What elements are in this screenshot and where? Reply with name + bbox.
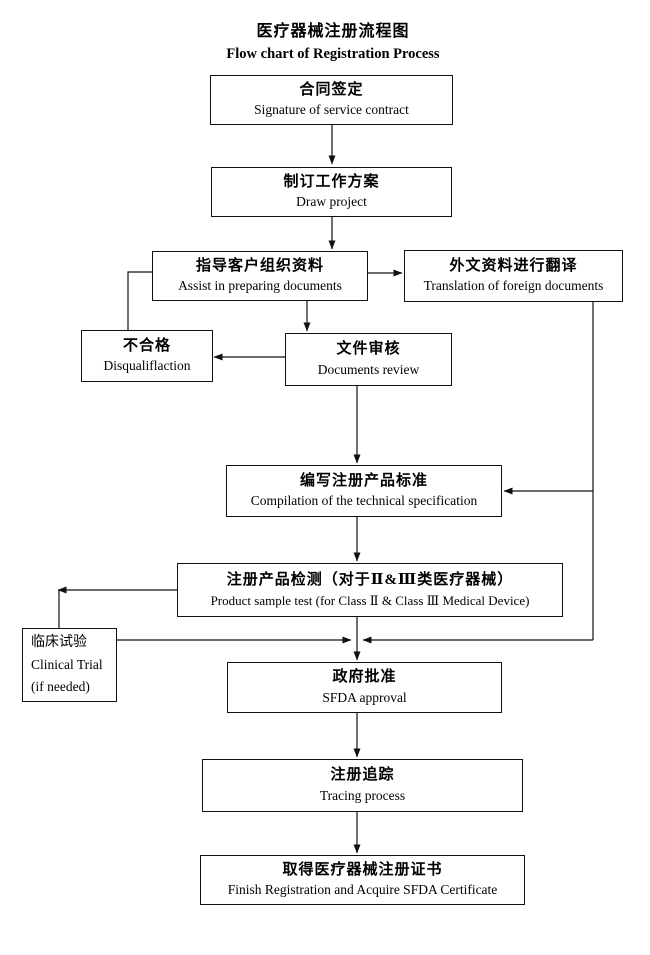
node-clinical-trial-en: Clinical Trial bbox=[31, 656, 103, 672]
node-project-en: Draw project bbox=[296, 194, 367, 210]
node-contract-zh: 合同签定 bbox=[299, 81, 364, 98]
node-review-en: Documents review bbox=[317, 361, 420, 377]
node-contract-en: Signature of service contract bbox=[254, 102, 409, 118]
node-project-zh: 制订工作方案 bbox=[283, 173, 380, 190]
node-disqualification: 不合格 Disqualiflaction bbox=[81, 330, 213, 382]
node-compilation: 编写注册产品标准 Compilation of the technical sp… bbox=[226, 465, 502, 517]
node-disqualification-zh: 不合格 bbox=[122, 337, 171, 354]
node-translation: 外文资料进行翻译 Translation of foreign document… bbox=[404, 250, 623, 302]
node-assist: 指导客户组织资料 Assist in preparing documents bbox=[152, 251, 368, 301]
node-clinical-trial: 临床试验 Clinical Trial (if needed) bbox=[22, 628, 117, 702]
node-disqualification-en: Disqualiflaction bbox=[103, 358, 191, 374]
node-certificate-zh: 取得医疗器械注册证书 bbox=[282, 861, 443, 878]
node-certificate-en: Finish Registration and Acquire SFDA Cer… bbox=[227, 882, 498, 898]
node-compilation-en: Compilation of the technical specificati… bbox=[250, 493, 478, 509]
node-contract: 合同签定 Signature of service contract bbox=[210, 75, 453, 125]
node-tracing: 注册追踪 Tracing process bbox=[202, 759, 523, 812]
node-sample-test-en: Product sample test (for Class Ⅱ & Class… bbox=[210, 592, 530, 608]
node-approval: 政府批准 SFDA approval bbox=[227, 662, 502, 713]
node-clinical-trial-zh: 临床试验 bbox=[31, 635, 87, 651]
node-tracing-zh: 注册追踪 bbox=[330, 767, 395, 784]
node-clinical-trial-note: (if needed) bbox=[31, 678, 90, 694]
node-approval-en: SFDA approval bbox=[322, 689, 407, 705]
node-tracing-en: Tracing process bbox=[319, 787, 406, 803]
node-compilation-zh: 编写注册产品标准 bbox=[299, 472, 428, 489]
node-assist-en: Assist in preparing documents bbox=[178, 278, 342, 294]
chart-title-zh: 医疗器械注册流程图 bbox=[256, 23, 410, 40]
chart-title: 医疗器械注册流程图 Flow chart of Registration Pro… bbox=[0, 17, 650, 63]
node-review-zh: 文件审核 bbox=[336, 341, 401, 358]
line-disqualification-to-assist bbox=[127, 271, 152, 330]
node-review: 文件审核 Documents review bbox=[285, 333, 452, 386]
node-approval-zh: 政府批准 bbox=[332, 669, 397, 686]
node-translation-en: Translation of foreign documents bbox=[423, 278, 604, 294]
node-certificate: 取得医疗器械注册证书 Finish Registration and Acqui… bbox=[200, 855, 525, 905]
node-assist-zh: 指导客户组织资料 bbox=[195, 257, 324, 274]
node-translation-zh: 外文资料进行翻译 bbox=[449, 257, 578, 274]
node-sample-test: 注册产品检测（对于Ⅱ&Ⅲ类医疗器械） Product sample test (… bbox=[177, 563, 563, 617]
chart-title-en: Flow chart of Registration Process bbox=[226, 46, 440, 62]
node-sample-test-zh: 注册产品检测（对于Ⅱ&Ⅲ类医疗器械） bbox=[226, 572, 514, 588]
node-project: 制订工作方案 Draw project bbox=[211, 167, 452, 217]
